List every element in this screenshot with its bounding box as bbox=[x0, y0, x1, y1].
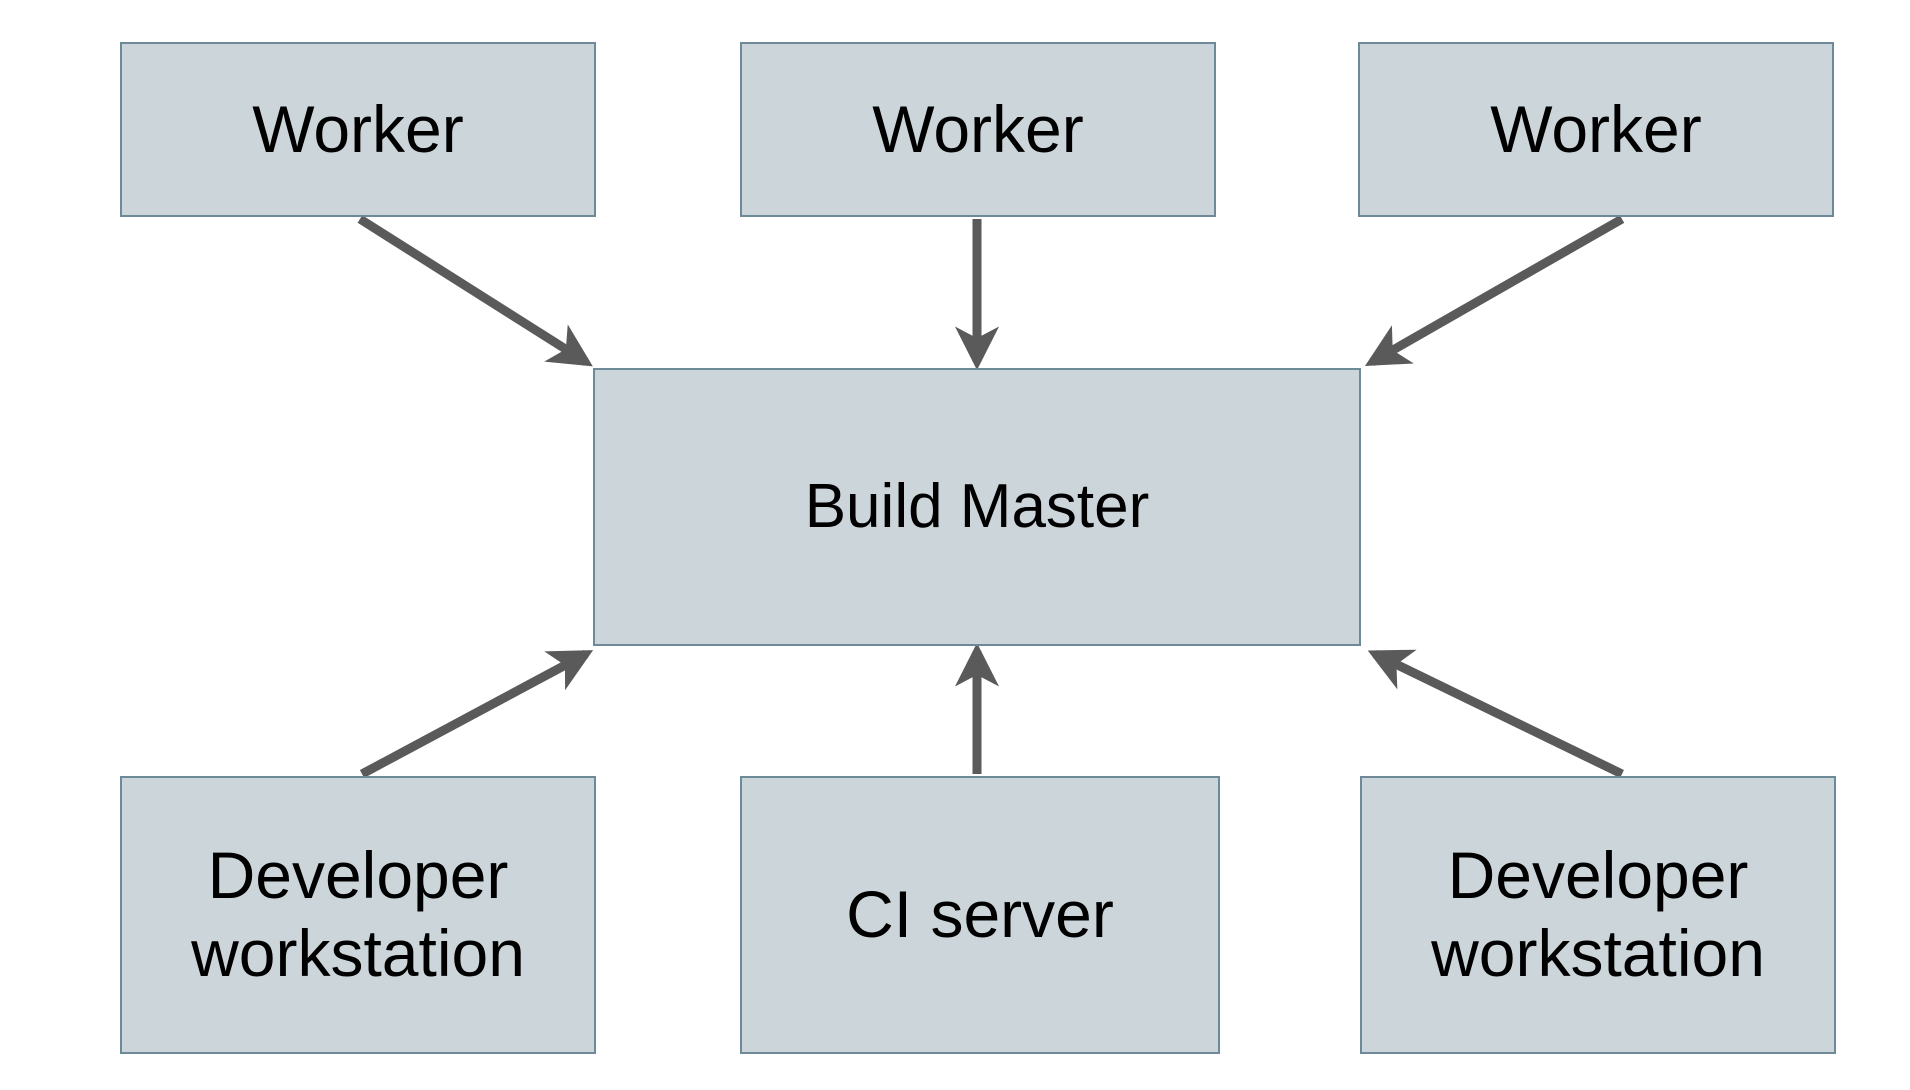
node-developer-workstation-right[interactable]: Developer workstation bbox=[1360, 776, 1836, 1054]
node-worker-1[interactable]: Worker bbox=[120, 42, 596, 217]
node-worker-1-label: Worker bbox=[252, 91, 464, 166]
node-ci-server-label: CI server bbox=[846, 877, 1114, 952]
node-worker-3[interactable]: Worker bbox=[1358, 42, 1834, 217]
node-worker-2-label: Worker bbox=[872, 91, 1084, 166]
node-developer-workstation-left[interactable]: Developer workstation bbox=[120, 776, 596, 1054]
node-build-master-label: Build Master bbox=[804, 472, 1150, 542]
node-developer-workstation-left-label: Developer workstation bbox=[191, 838, 525, 990]
node-developer-workstation-right-label: Developer workstation bbox=[1431, 838, 1765, 990]
node-worker-3-label: Worker bbox=[1490, 91, 1702, 166]
node-worker-2[interactable]: Worker bbox=[740, 42, 1216, 217]
edge-worker-1-to-build-master bbox=[357, 215, 593, 367]
edge-worker-3-to-build-master bbox=[1364, 215, 1625, 367]
node-build-master[interactable]: Build Master bbox=[593, 368, 1361, 646]
edge-developer-workstation-left-to-build-master bbox=[359, 650, 594, 778]
edge-developer-workstation-right-to-build-master bbox=[1367, 649, 1624, 779]
node-ci-server[interactable]: CI server bbox=[740, 776, 1220, 1054]
